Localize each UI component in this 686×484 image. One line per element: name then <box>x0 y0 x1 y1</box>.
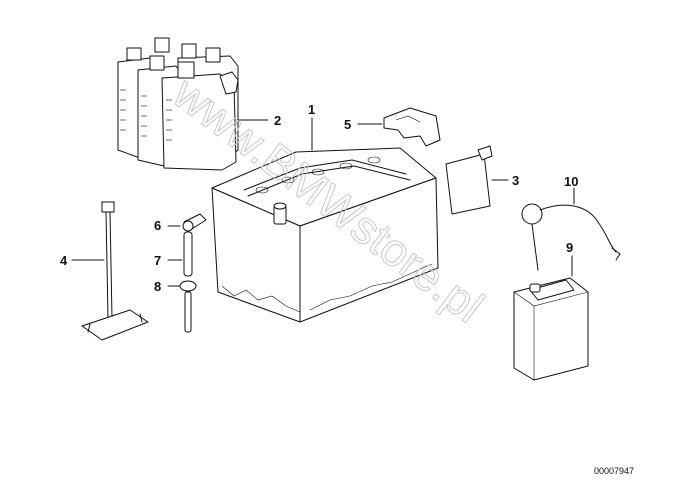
holding-plate-part-3 <box>445 145 509 215</box>
hold-down-bracket-part-4 <box>71 201 149 341</box>
callout-8: 8 <box>154 279 161 294</box>
callout-1: 1 <box>308 102 315 117</box>
callout-5: 5 <box>344 117 351 132</box>
battery-part-1 <box>211 117 439 323</box>
callout-2: 2 <box>274 113 281 128</box>
charge-indicator-part-10 <box>521 187 621 271</box>
callout-4: 4 <box>60 253 68 268</box>
vent-parts-6-7-8 <box>167 213 207 333</box>
terminal-cover-part-5 <box>357 107 441 147</box>
reference-number: 00007947 <box>594 466 634 476</box>
callout-6: 6 <box>154 218 161 233</box>
callout-10: 10 <box>564 174 578 189</box>
canister-part-9 <box>513 255 589 381</box>
bottles-part-2 <box>117 37 269 171</box>
callout-3: 3 <box>512 173 519 188</box>
callout-7: 7 <box>154 253 161 268</box>
callout-9: 9 <box>566 240 573 255</box>
